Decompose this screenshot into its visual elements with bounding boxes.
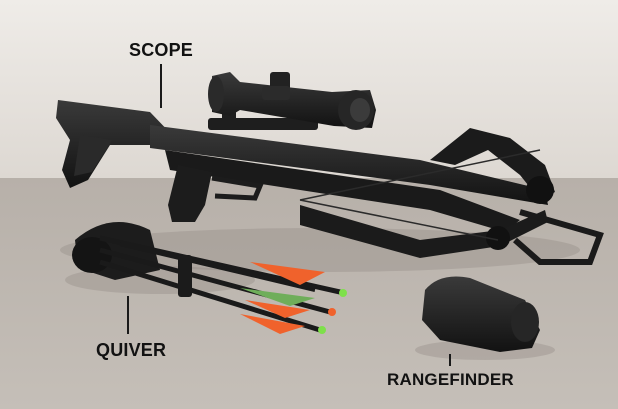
rangefinder-leader-line	[449, 354, 451, 366]
crossbow	[56, 100, 604, 272]
quiver-label: QUIVER	[96, 340, 167, 360]
scope-leader-line	[160, 64, 162, 108]
quiver	[65, 222, 347, 334]
rangefinder-label: RANGEFINDER	[387, 370, 514, 389]
scope-label: SCOPE	[129, 40, 194, 60]
scope	[208, 72, 376, 130]
quiver-leader-line	[127, 296, 129, 334]
